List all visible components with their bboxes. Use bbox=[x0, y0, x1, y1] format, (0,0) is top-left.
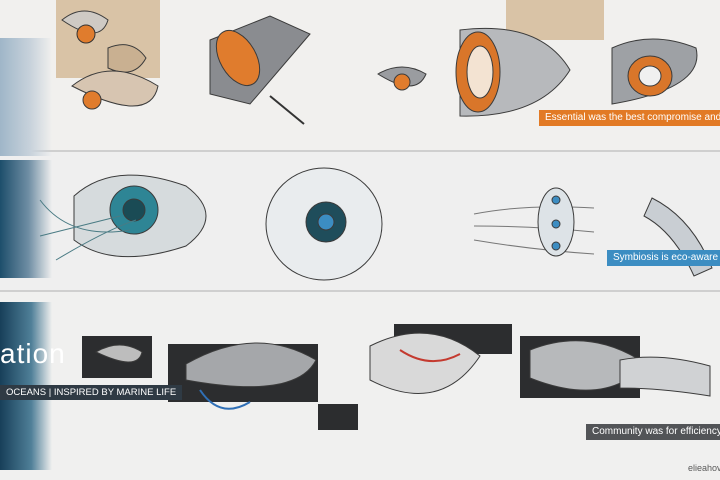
hero-subtitle: OCEANS | INSPIRED BY MARINE LIFE bbox=[0, 385, 183, 400]
band-divider bbox=[0, 150, 720, 152]
dark-backdrop-block bbox=[318, 404, 358, 430]
caption-community: Community was for efficiency a bbox=[586, 424, 720, 440]
hero-title: ation bbox=[0, 338, 66, 369]
caption-symbiosis: Symbiosis is eco-aware a bbox=[607, 250, 720, 266]
caption-essential: Essential was the best compromise and t bbox=[539, 110, 720, 126]
artist-credit: elieahov bbox=[688, 463, 720, 473]
concept-photo-strip bbox=[0, 38, 52, 156]
concept-photo-strip bbox=[0, 160, 52, 278]
band-divider bbox=[0, 290, 720, 292]
